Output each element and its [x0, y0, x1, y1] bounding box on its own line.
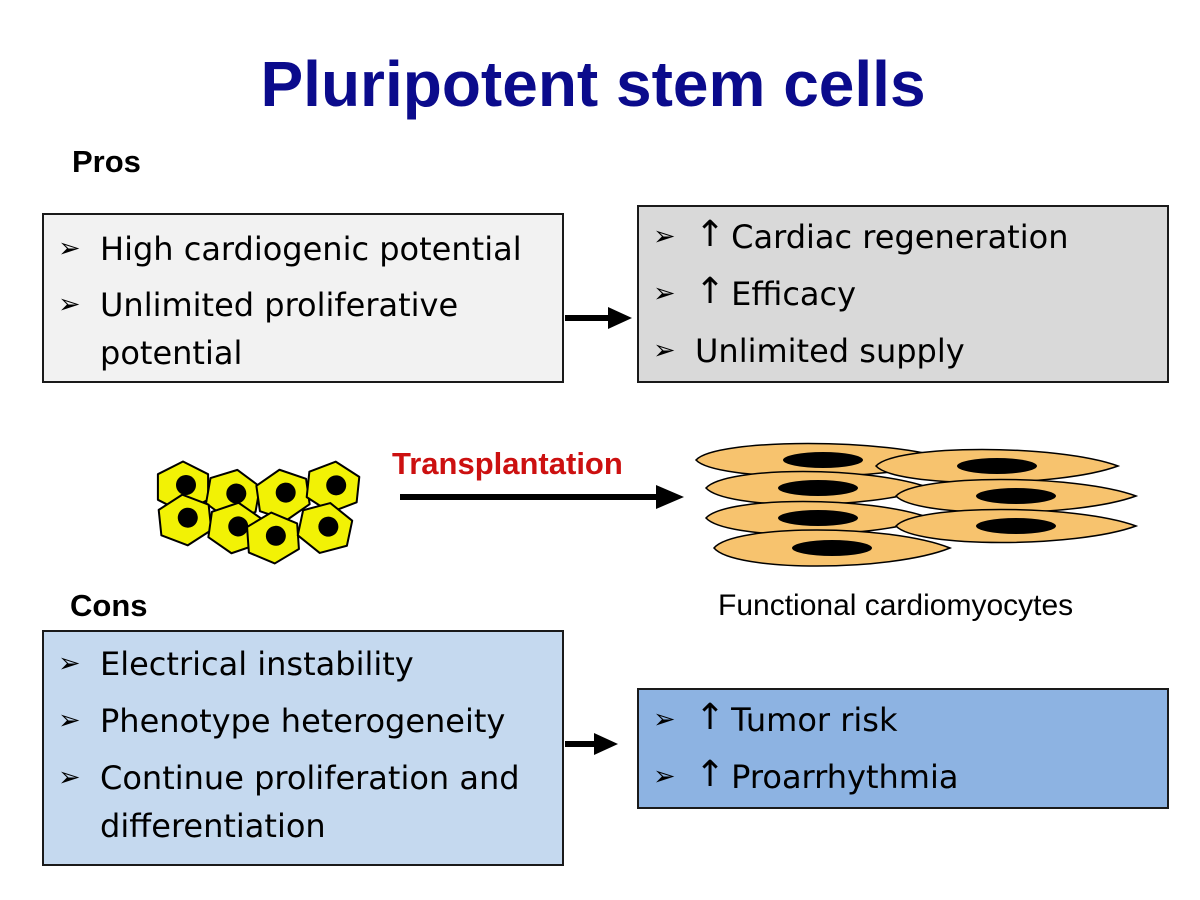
- cardiomyocyte-nucleus: [957, 458, 1037, 474]
- pros-label: Pros: [72, 144, 141, 179]
- stem-cell-nucleus: [326, 475, 347, 496]
- cons-label: Cons: [70, 588, 148, 623]
- cardiomyocyte-nucleus: [976, 488, 1056, 504]
- bullet-item: ➢ Continue proliferation and differentiat…: [58, 754, 548, 850]
- stem-cell-cluster: [156, 460, 361, 565]
- stem-cell-nucleus: [177, 507, 198, 528]
- stem-cell-nucleus: [176, 475, 196, 495]
- cardiomyocyte: [894, 478, 1139, 514]
- cardiomyocyte-nucleus: [778, 480, 858, 496]
- stem-cell-nucleus: [265, 525, 286, 546]
- bullet-text: Continue proliferation and differentiati…: [100, 759, 520, 845]
- bullet-arrow-icon: ➢: [58, 705, 81, 736]
- bullet-text: Cardiac regeneration: [731, 218, 1069, 256]
- stem-cell: [296, 502, 354, 554]
- pros-right-list: ➢ ↑Cardiac regeneration ➢ ↑Efficacy ➢ Unlimit…: [653, 213, 1153, 375]
- page-title: Pluripotent stem cells: [260, 48, 926, 120]
- bullet-arrow-icon: ➢: [58, 762, 81, 793]
- cardiomyocyte-nucleus: [778, 510, 858, 526]
- cardiomyocyte-nucleus: [792, 540, 872, 556]
- bullet-text: High cardiogenic potential: [100, 230, 522, 268]
- bullet-item: ➢ Unlimited supply: [653, 327, 1153, 375]
- cardiomyocyte-nucleus: [783, 452, 863, 468]
- bullet-arrow-icon: ➢: [58, 289, 81, 320]
- cardiomyocytes-caption: Functional cardiomyocytes: [718, 589, 1074, 622]
- stem-cell-nucleus: [228, 516, 249, 537]
- cons-left-list: ➢ Electrical instability ➢ Phenotype hetero…: [58, 640, 548, 850]
- bullet-arrow-icon: ➢: [653, 221, 676, 252]
- bullet-arrow-icon: ➢: [653, 278, 676, 309]
- pros-left-list: ➢ High cardiogenic potential ➢ Unlimited pr…: [58, 225, 548, 377]
- up-arrow-icon: ↑: [695, 697, 726, 738]
- bullet-text: Tumor risk: [731, 701, 898, 739]
- bullet-arrow-icon: ➢: [58, 648, 81, 679]
- bullet-item: ➢ Electrical instability: [58, 640, 548, 688]
- pros-arrow: [565, 307, 632, 329]
- cardiomyocyte: [704, 500, 933, 536]
- bullet-item: ➢ ↑Tumor risk: [653, 696, 1153, 744]
- bullet-text: Proarrhythmia: [731, 758, 959, 796]
- cons-right-box: ➢ ↑Tumor risk ➢ ↑Proarrhythmia: [637, 688, 1169, 809]
- up-arrow-icon: ↑: [695, 754, 726, 795]
- bullet-arrow-icon: ➢: [653, 761, 676, 792]
- bullet-item: ➢ Phenotype heterogeneity: [58, 697, 548, 745]
- stem-cell: [305, 460, 361, 514]
- bullet-text: Efficacy: [731, 275, 857, 313]
- up-arrow-icon: ↑: [695, 214, 726, 255]
- stem-cell-nucleus: [226, 483, 247, 504]
- bullet-text: Electrical instability: [100, 645, 414, 683]
- stem-cell-nucleus: [318, 516, 339, 537]
- stem-cell: [157, 493, 213, 547]
- bullet-arrow-icon: ➢: [653, 704, 676, 735]
- bullet-arrow-icon: ➢: [653, 335, 676, 366]
- cardiomyocyte: [874, 448, 1121, 484]
- bullet-text: Unlimited proliferative potential: [100, 286, 459, 372]
- stem-cell: [255, 468, 311, 522]
- bullet-item: ➢ Unlimited proliferative potential: [58, 281, 548, 377]
- cardiomyocyte-sheet: [694, 442, 1139, 567]
- cardiomyocyte: [894, 508, 1139, 544]
- cons-right-list: ➢ ↑Tumor risk ➢ ↑Proarrhythmia: [653, 696, 1153, 801]
- pros-right-box: ➢ ↑Cardiac regeneration ➢ ↑Efficacy ➢ Unlimit…: [637, 205, 1169, 383]
- stem-cell-nucleus: [275, 482, 296, 503]
- cardiomyocyte-nucleus: [976, 518, 1056, 534]
- bullet-item: ➢ ↑Efficacy: [653, 270, 1153, 318]
- cons-arrow: [565, 733, 618, 755]
- bullet-arrow-icon: ➢: [58, 233, 81, 264]
- pros-left-box: ➢ High cardiogenic potential ➢ Unlimited pr…: [42, 213, 564, 383]
- bullet-text: Phenotype heterogeneity: [100, 702, 506, 740]
- cons-left-box: ➢ Electrical instability ➢ Phenotype hetero…: [42, 630, 564, 866]
- bullet-item: ➢ ↑Cardiac regeneration: [653, 213, 1153, 261]
- cardiomyocyte: [704, 470, 933, 506]
- bullet-text: Unlimited supply: [695, 332, 965, 370]
- bullet-item: ➢ ↑Proarrhythmia: [653, 753, 1153, 801]
- transplantation-arrow: [400, 485, 684, 509]
- bullet-item: ➢ High cardiogenic potential: [58, 225, 548, 273]
- transplantation-label: Transplantation: [392, 446, 623, 481]
- cardiomyocyte: [713, 529, 953, 567]
- up-arrow-icon: ↑: [695, 271, 726, 312]
- stem-cell: [246, 511, 300, 565]
